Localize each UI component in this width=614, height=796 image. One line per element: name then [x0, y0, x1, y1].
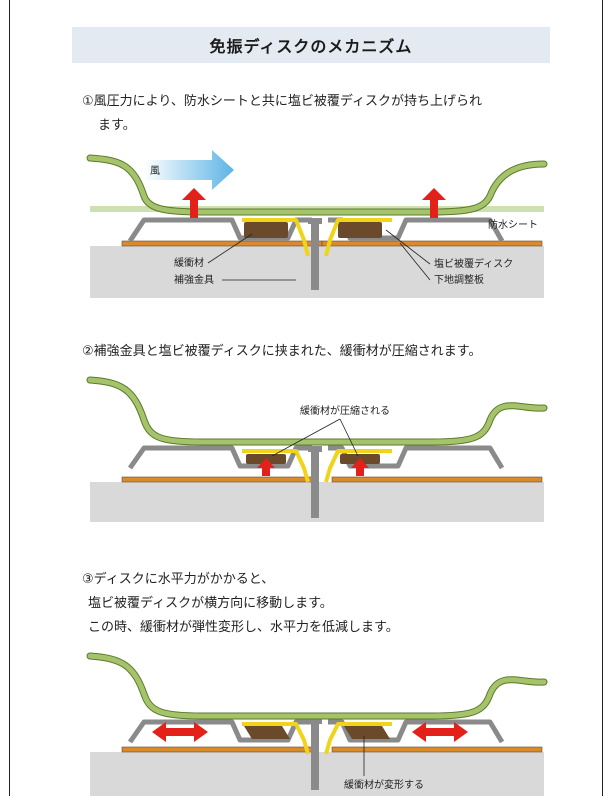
wind-label: 風	[150, 165, 160, 177]
cushion-left	[244, 222, 288, 238]
base-plate-label: 下地調整板	[434, 273, 484, 286]
waterproof-membrane	[87, 155, 547, 215]
fastener-shaft	[311, 724, 319, 790]
base-plate-right	[331, 746, 543, 753]
waterproof-sheet-label: 防水シート	[488, 218, 538, 231]
cushion-leader	[207, 233, 253, 264]
step2-caption: ②補強金具と塩ビ被覆ディスクに挟まれた、緩衝材が圧縮されます。	[82, 340, 481, 364]
cushion-label: 緩衝材	[174, 256, 204, 269]
reinforcement-label: 補強金具	[174, 273, 214, 286]
step1-diagram: 風 防水シート 緩衝材 補強金具 塩ビ被覆ディスク 下地調整板	[86, 150, 548, 298]
step3-diagram: 緩衝材が変形する	[86, 652, 548, 796]
pvc-disk	[242, 218, 392, 257]
base-plate-right	[331, 476, 543, 483]
compressed-leader-right	[339, 418, 359, 457]
step3-caption-line: 塩ビ被覆ディスクが横方向に移動します。	[88, 596, 333, 611]
base-plate-left	[121, 746, 313, 753]
pvc-disk-leader	[385, 229, 431, 265]
cushion-right	[338, 222, 382, 238]
step2-caption-line: ②補強金具と塩ビ被覆ディスクに挟まれた、緩衝材が圧縮されます。	[82, 344, 482, 359]
step3-caption: ③ディスクに水平力がかかると、 塩ビ被覆ディスクが横方向に移動します。 この時、…	[82, 568, 399, 640]
step1-caption: ①風圧力により、防水シートと共に塩ビ被覆ディスクが持ち上げられ ます。	[82, 90, 482, 138]
wind-arrow	[144, 150, 234, 190]
step3-caption-line: ③ディスクに水平力がかかると、	[82, 572, 275, 587]
cushion-right-deformed	[344, 726, 390, 739]
waterproof-membrane	[87, 653, 547, 719]
lift-arrow-left	[182, 188, 206, 218]
step1-caption-line: ます。	[98, 118, 136, 133]
deformed-label: 緩衝材が変形する	[344, 778, 424, 791]
reinforcement-bracket	[127, 445, 505, 470]
base-plate-left	[121, 240, 323, 247]
pvc-disk	[242, 722, 392, 755]
pvc-disk	[242, 449, 392, 483]
lift-arrow-right	[422, 188, 446, 218]
pvc-disk-label: 塩ビ被覆ディスク	[434, 257, 513, 270]
fastener-shaft	[311, 452, 319, 518]
step2-diagram: 緩衝材が圧縮される	[86, 376, 548, 522]
title-bar: 免振ディスクのメカニズム	[72, 27, 550, 63]
step1-caption-line: ①風圧力により、防水シートと共に塩ビ被覆ディスクが持ち上げられ	[82, 94, 482, 109]
page-frame	[9, 0, 603, 796]
compressed-label: 緩衝材が圧縮される	[300, 404, 390, 417]
horizontal-arrow-left	[152, 722, 208, 742]
compressed-leader-left	[271, 418, 341, 457]
base-plate-left	[121, 476, 313, 483]
page-title: 免振ディスクのメカニズム	[209, 37, 413, 56]
base-plate-right	[321, 240, 543, 247]
fastener-head	[308, 718, 322, 724]
horizontal-arrow-right	[412, 722, 468, 742]
compress-arrow-left	[257, 458, 275, 476]
cushion-left-deformed	[244, 726, 290, 739]
waterproof-membrane	[87, 377, 547, 445]
fastener-head	[308, 218, 322, 224]
compress-arrow-right	[351, 458, 369, 476]
fastener-shaft	[311, 224, 319, 290]
step3-caption-line: この時、緩衝材が弾性変形し、水平力を低減します。	[88, 620, 399, 635]
base-plate-leader	[399, 242, 431, 281]
fastener-head	[308, 446, 322, 452]
